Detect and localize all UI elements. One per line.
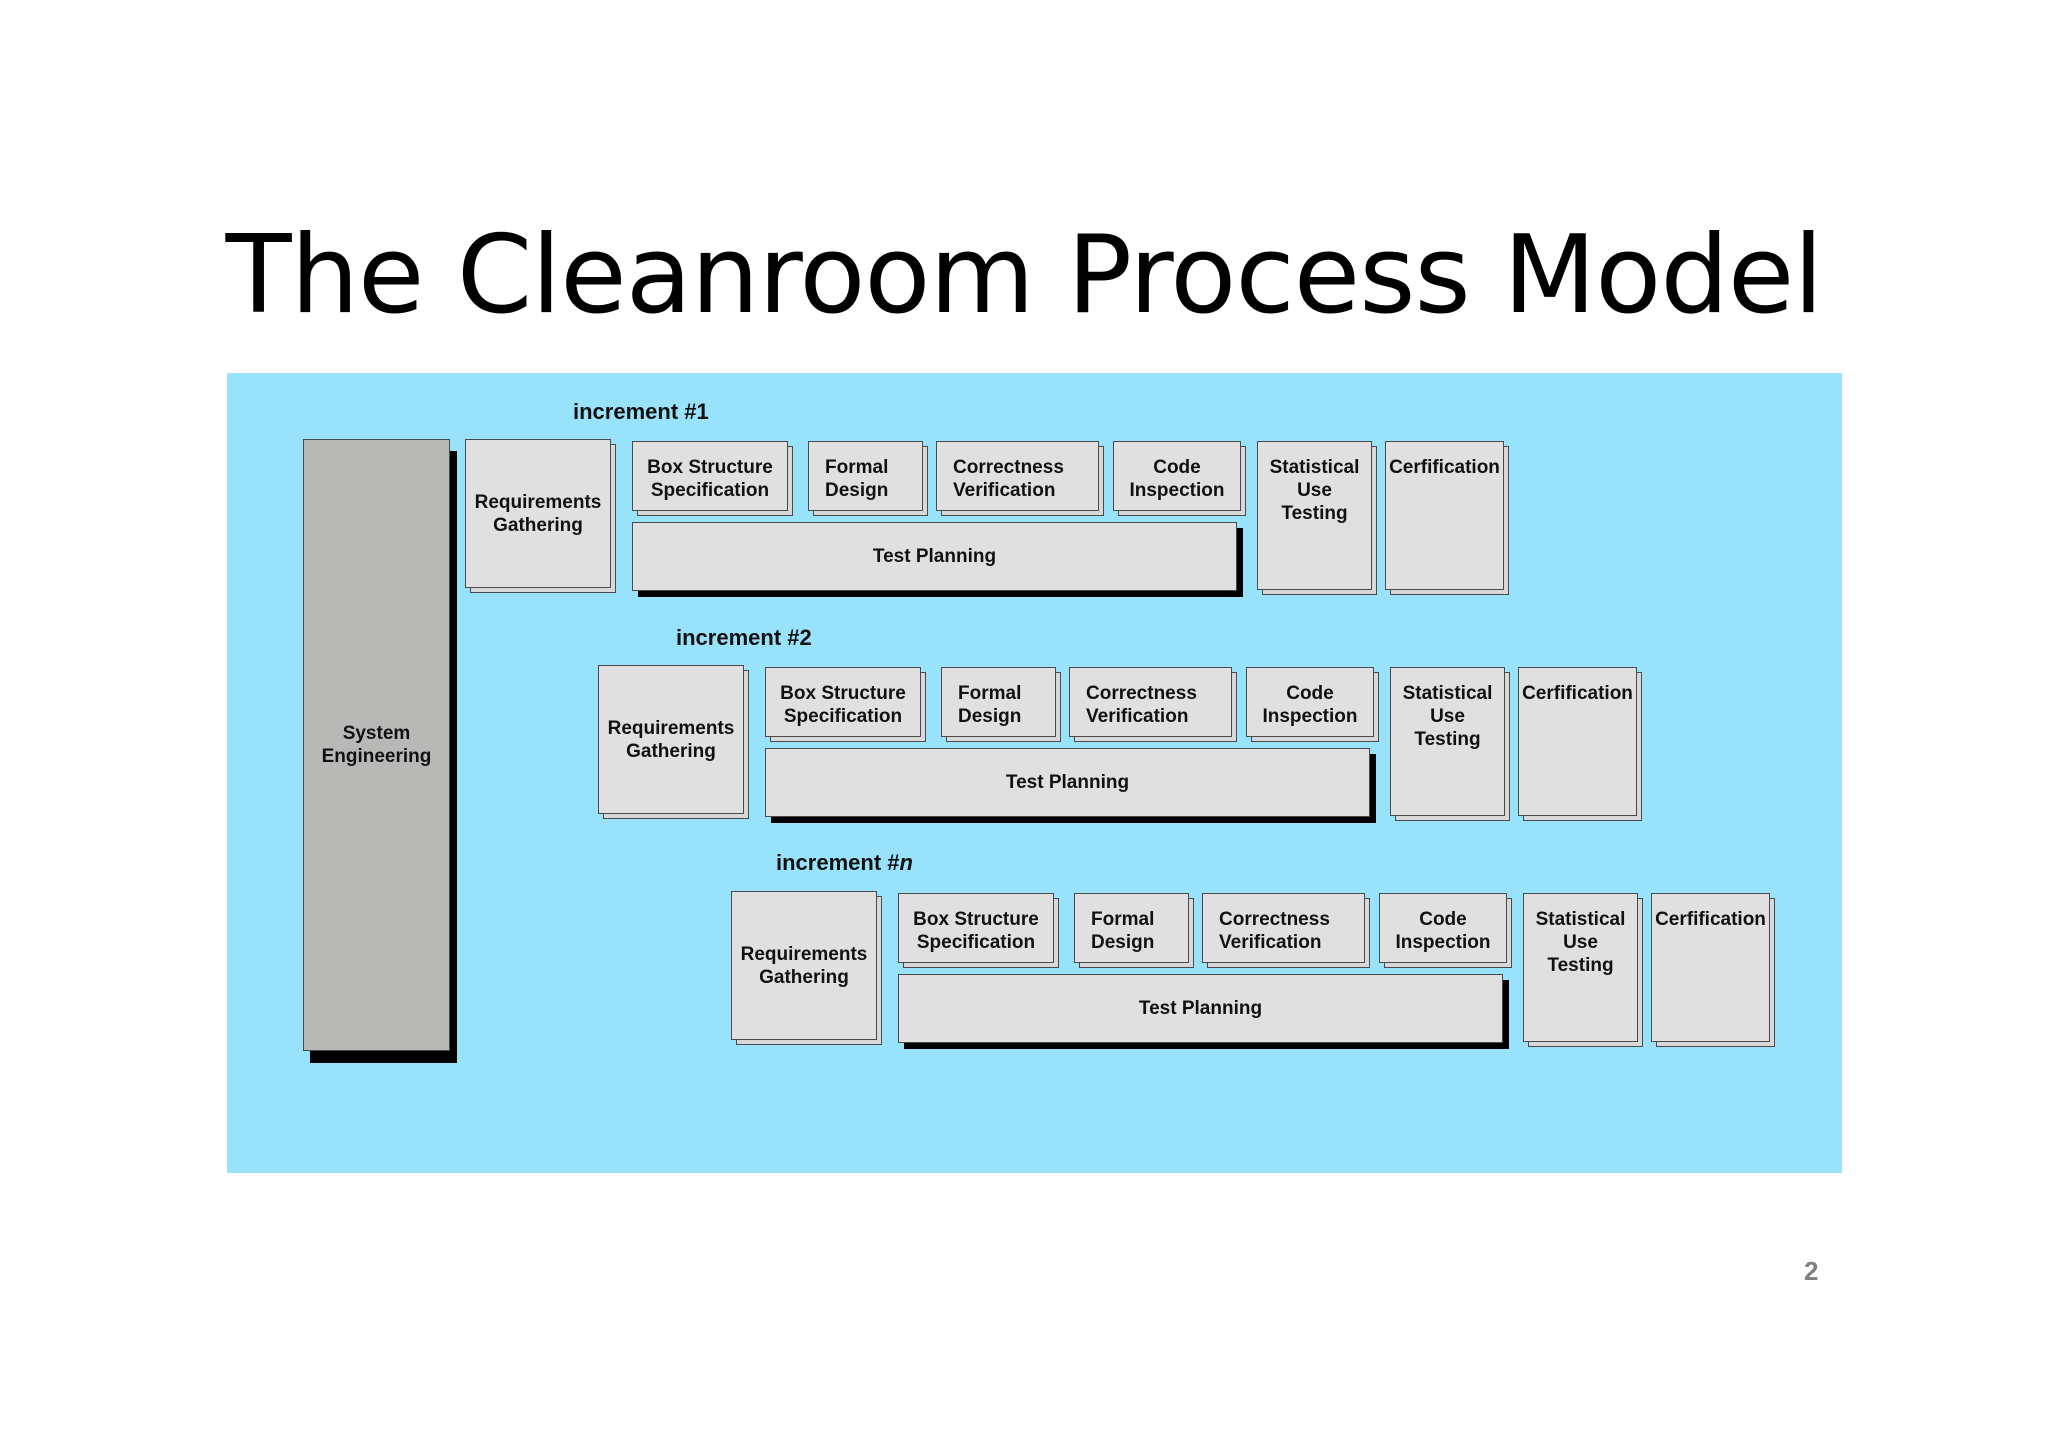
increment-label: increment #n xyxy=(776,850,913,876)
statistical-use-testing-label: Statistical Use Testing xyxy=(1269,457,1360,524)
code-inspection-label: Code Inspection xyxy=(1129,457,1225,501)
increment-label: increment #2 xyxy=(676,625,812,651)
certification-box: Cerfification xyxy=(1651,893,1770,1042)
box-structure-label: Box Structure Specification xyxy=(780,683,906,727)
formal-design-label: Formal Design xyxy=(1091,909,1155,953)
certification-label: Cerfification xyxy=(1655,909,1766,930)
formal-design-box: Formal Design xyxy=(808,441,923,511)
test-planning-label: Test Planning xyxy=(1005,772,1130,793)
increment-label-number: 2 xyxy=(799,625,812,650)
increment-label-number: 1 xyxy=(696,399,709,424)
correctness-verification-box: Correctness Verification xyxy=(936,441,1099,511)
statistical-use-testing-label: Statistical Use Testing xyxy=(1535,909,1626,976)
certification-label: Cerfification xyxy=(1389,457,1500,478)
requirements-gathering-box: Requirements Gathering xyxy=(598,665,744,814)
formal-design-box: Formal Design xyxy=(1074,893,1189,963)
increment-label: increment #1 xyxy=(573,399,709,425)
requirements-gathering-box: Requirements Gathering xyxy=(465,439,611,588)
correctness-verification-label: Correctness Verification xyxy=(1086,683,1197,727)
correctness-verification-label: Correctness Verification xyxy=(953,457,1064,501)
test-planning-label: Test Planning xyxy=(872,546,997,567)
statistical-use-testing-label: Statistical Use Testing xyxy=(1402,683,1493,750)
test-planning-box: Test Planning xyxy=(632,522,1237,591)
slide-title: The Cleanroom Process Model xyxy=(225,213,1824,338)
statistical-use-testing-box: Statistical Use Testing xyxy=(1390,667,1505,816)
box-structure-label: Box Structure Specification xyxy=(647,457,773,501)
code-inspection-box: Code Inspection xyxy=(1379,893,1507,963)
code-inspection-label: Code Inspection xyxy=(1395,909,1491,953)
correctness-verification-box: Correctness Verification xyxy=(1069,667,1232,737)
requirements-gathering-box: Requirements Gathering xyxy=(731,891,877,1040)
statistical-use-testing-box: Statistical Use Testing xyxy=(1523,893,1638,1042)
code-inspection-box: Code Inspection xyxy=(1246,667,1374,737)
test-planning-box: Test Planning xyxy=(765,748,1370,817)
requirements-gathering-label: Requirements Gathering xyxy=(474,491,602,536)
box-structure-label: Box Structure Specification xyxy=(913,909,1039,953)
box-structure-box: Box Structure Specification xyxy=(898,893,1054,963)
system-engineering-box: System Engineering xyxy=(303,439,450,1051)
code-inspection-box: Code Inspection xyxy=(1113,441,1241,511)
code-inspection-label: Code Inspection xyxy=(1262,683,1358,727)
system-engineering-label: System Engineering xyxy=(321,723,432,767)
certification-label: Cerfification xyxy=(1522,683,1633,704)
increment-label-prefix: increment # xyxy=(776,850,900,875)
increment-label-prefix: increment # xyxy=(573,399,697,424)
requirements-gathering-label: Requirements Gathering xyxy=(740,943,868,988)
correctness-verification-box: Correctness Verification xyxy=(1202,893,1365,963)
test-planning-box: Test Planning xyxy=(898,974,1503,1043)
certification-box: Cerfification xyxy=(1518,667,1637,816)
certification-box: Cerfification xyxy=(1385,441,1504,590)
formal-design-label: Formal Design xyxy=(958,683,1022,727)
statistical-use-testing-box: Statistical Use Testing xyxy=(1257,441,1372,590)
formal-design-label: Formal Design xyxy=(825,457,889,501)
box-structure-box: Box Structure Specification xyxy=(632,441,788,511)
formal-design-box: Formal Design xyxy=(941,667,1056,737)
correctness-verification-label: Correctness Verification xyxy=(1219,909,1330,953)
requirements-gathering-label: Requirements Gathering xyxy=(607,717,735,762)
increment-label-number: n xyxy=(899,850,913,875)
increment-label-prefix: increment # xyxy=(676,625,800,650)
box-structure-box: Box Structure Specification xyxy=(765,667,921,737)
test-planning-label: Test Planning xyxy=(1138,998,1263,1019)
page-number: 2 xyxy=(1804,1256,1819,1286)
